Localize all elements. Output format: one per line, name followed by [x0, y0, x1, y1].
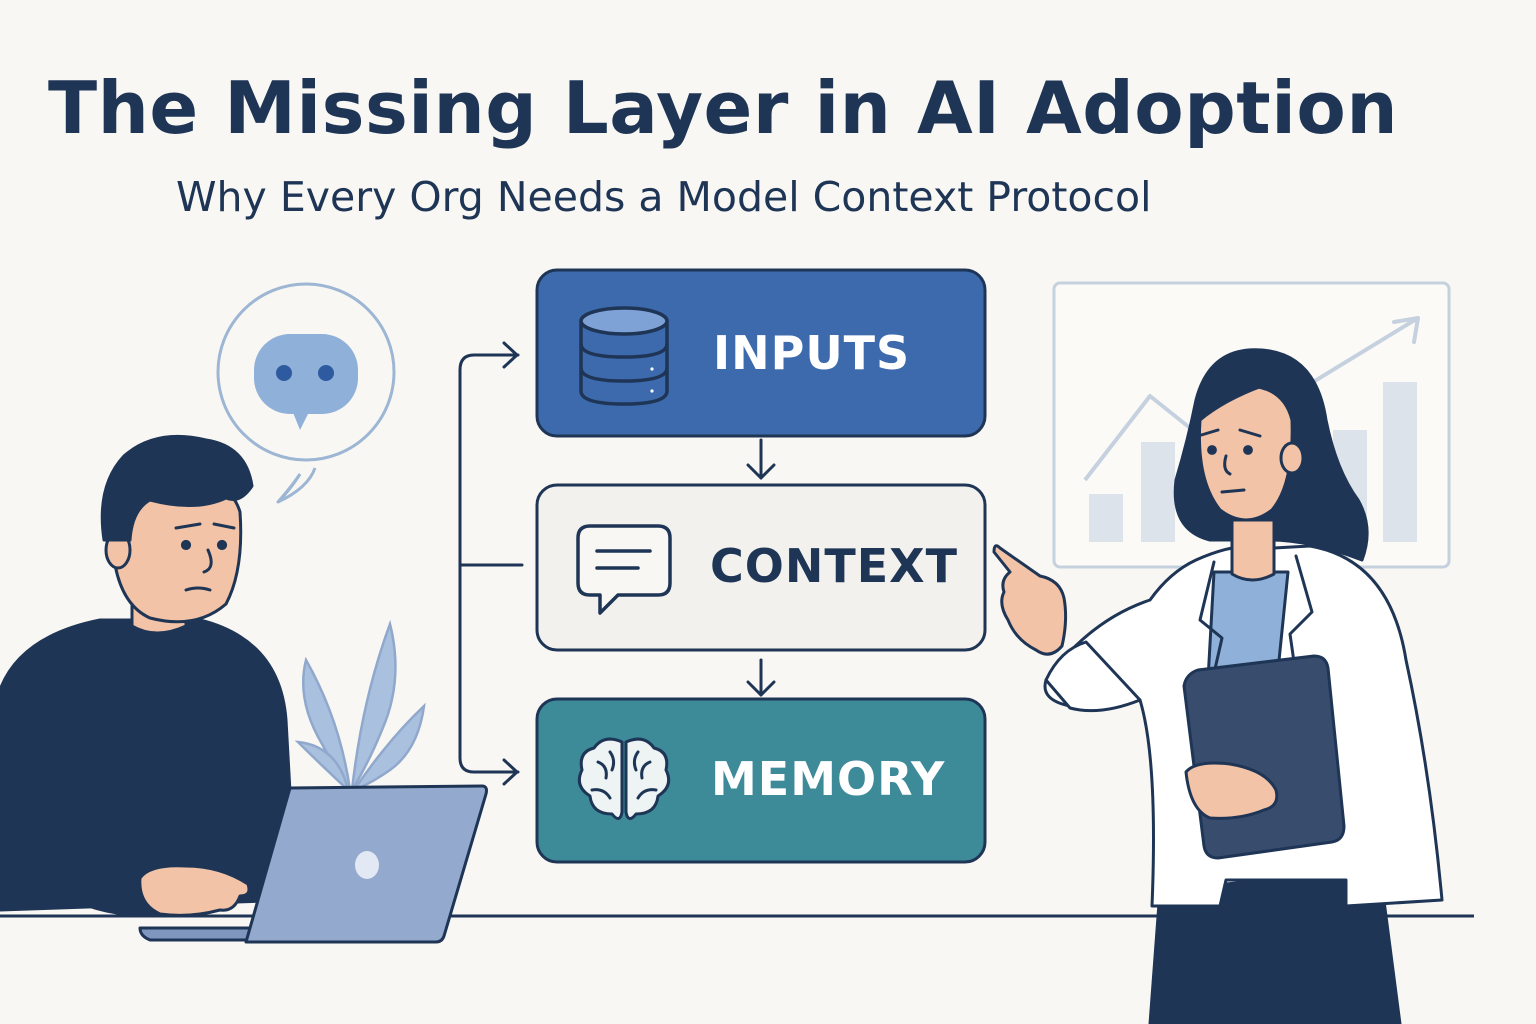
brain-icon: [577, 737, 671, 820]
laptop: [138, 784, 488, 944]
woman-pointing-hand: [992, 544, 1068, 656]
database-icon: [579, 306, 669, 406]
speech-bubble: [216, 282, 396, 504]
chat-message-icon: [576, 524, 672, 615]
page-subtitle: Why Every Org Needs a Model Context Prot…: [176, 173, 1152, 221]
layer-inputs: INPUTS: [535, 268, 987, 438]
woman-character: [992, 348, 1444, 1024]
page-title: The Missing Layer in AI Adoption: [48, 66, 1399, 150]
layer-context: CONTEXT: [535, 483, 987, 652]
laptop-logo-icon: [355, 851, 379, 879]
man-hand: [138, 864, 251, 917]
layer-context-label: CONTEXT: [710, 539, 958, 593]
tablet: [1182, 654, 1346, 860]
plant-leaves: [294, 619, 426, 794]
flow-connector: [458, 341, 524, 786]
layer-memory-label: MEMORY: [711, 752, 945, 806]
man-character: [0, 434, 298, 918]
woman-hand: [1184, 761, 1279, 820]
arrow-down-icon: [746, 463, 776, 480]
arrow-right-icon: [502, 341, 519, 369]
arrow-right-icon: [502, 758, 519, 786]
chat-dots-icon: [254, 334, 358, 430]
chart-bar: [1089, 494, 1123, 542]
chart-bar: [1141, 442, 1175, 542]
man-hair: [100, 434, 254, 542]
chart-bar: [1383, 382, 1417, 542]
layer-memory: MEMORY: [535, 697, 987, 864]
layer-inputs-label: INPUTS: [713, 326, 910, 380]
arrow-down-icon: [746, 680, 776, 697]
man-sweater: [0, 618, 298, 912]
flow-arrows-down: [746, 438, 776, 697]
